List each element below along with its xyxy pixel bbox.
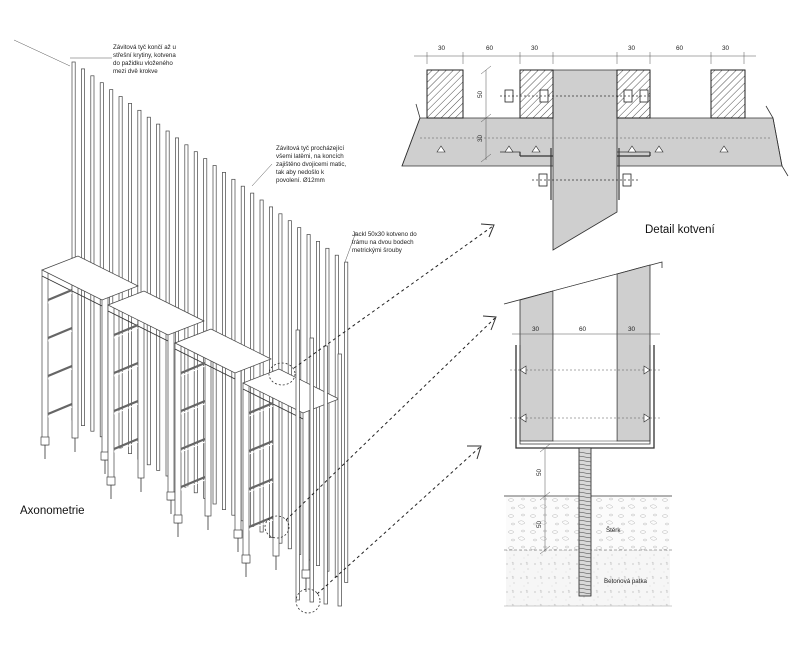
- vertical-rod: [90, 75, 95, 432]
- detail-circle-bottom: [295, 588, 321, 614]
- frame-modules: [40, 255, 342, 607]
- detail-circle-middle: [264, 515, 290, 539]
- svg-text:60: 60: [486, 45, 494, 52]
- svg-text:30: 30: [477, 134, 484, 142]
- vertical-rod: [344, 261, 349, 583]
- svg-text:30: 30: [722, 45, 730, 52]
- frame-module: [106, 290, 205, 514]
- detail-circle-top: [268, 362, 296, 386]
- note-top: Závitová tyč končí až u střešní krytiny,…: [113, 44, 178, 75]
- bottom-dimension-chain: 30 60 30: [512, 326, 660, 340]
- front-rod: [309, 337, 314, 603]
- bottom-vertical-dims: 50 50: [536, 443, 551, 555]
- top-dimension-chain: 30 60 30 30 60 30: [414, 45, 756, 64]
- svg-text:30: 30: [628, 326, 636, 333]
- svg-text:30: 30: [628, 45, 636, 52]
- batten-1: [426, 69, 464, 119]
- svg-text:30: 30: [532, 326, 540, 333]
- axonometry: Závitová tyč končí až u střešní krytiny,…: [13, 39, 497, 614]
- front-rod: [337, 353, 342, 607]
- batten-4: [710, 69, 746, 119]
- vertical-rod: [81, 68, 85, 426]
- top-guide-line: [13, 39, 71, 67]
- frame-module: [173, 328, 272, 552]
- anchoring-detail-plan: 30 60 30 30 60 30: [401, 45, 789, 251]
- svg-text:50: 50: [536, 468, 543, 476]
- vertical-rod: [118, 96, 123, 449]
- svg-text:30: 30: [438, 45, 446, 52]
- svg-text:60: 60: [579, 326, 587, 333]
- front-rod: [295, 329, 300, 601]
- footing-label: Betonová patka: [604, 578, 648, 585]
- frame-module: [241, 368, 340, 592]
- post-section: [552, 69, 618, 251]
- svg-text:60: 60: [676, 45, 684, 52]
- vertical-rod: [146, 116, 151, 466]
- frame-module: [40, 255, 139, 474]
- axonometry-title: Axonometrie: [20, 505, 85, 517]
- middle-note-leader: [251, 163, 273, 187]
- detail-arrows: [285, 223, 497, 595]
- svg-text:50: 50: [477, 90, 484, 98]
- svg-text:50: 50: [536, 520, 543, 528]
- rod-threads: [578, 451, 592, 595]
- note-middle: Závitová tyč procházející všemi latěmi, …: [276, 145, 348, 184]
- lower-note-leader: [344, 231, 357, 263]
- vertical-rod: [259, 199, 264, 533]
- anchoring-detail-section: 30 60 30 50 50 Štěrk Beto: [503, 261, 672, 607]
- gravel-label: Štěrk: [606, 527, 621, 534]
- bolts: [420, 89, 770, 187]
- screw-marks: [436, 145, 729, 153]
- front-rod: [323, 345, 328, 605]
- top-vertical-dims: 50 30: [477, 65, 492, 163]
- note-lower: Jackl 50x30 kotveno do trámu na dvou bod…: [352, 231, 418, 254]
- svg-text:30: 30: [531, 45, 539, 52]
- detail-title: Detail kotvení: [645, 224, 715, 236]
- vertical-rod: [128, 103, 132, 454]
